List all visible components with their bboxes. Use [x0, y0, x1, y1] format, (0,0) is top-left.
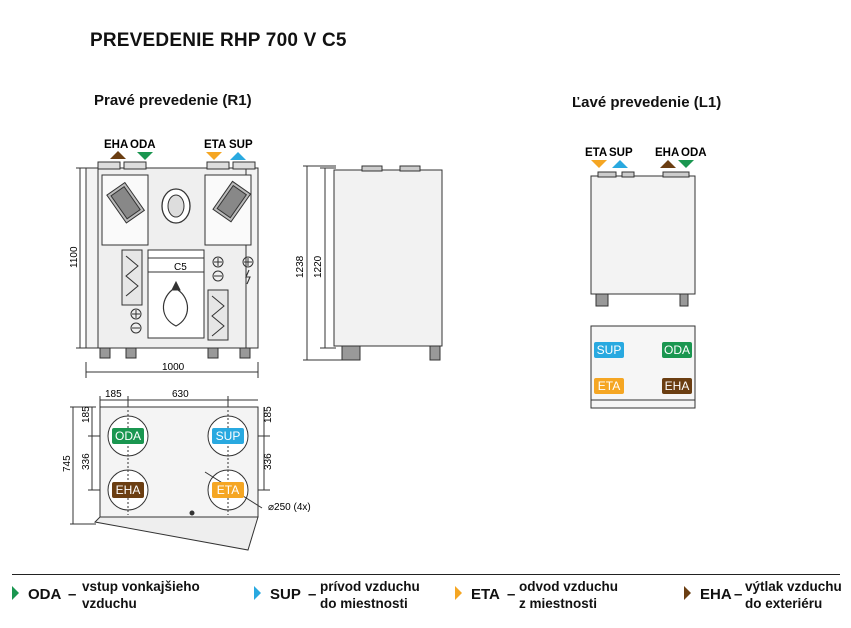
r1-label-sup: SUP: [229, 139, 253, 151]
legend-code-eta: ETA: [471, 586, 500, 603]
dim-336-side-a: 336: [81, 453, 92, 470]
legend-code-sup: SUP: [270, 586, 301, 603]
dim-336-side-b: 336: [263, 453, 274, 470]
l1-front-view: [590, 171, 696, 409]
r1-sup-badge: SUP: [212, 428, 244, 444]
l1-eha-arrow-icon: [660, 160, 676, 168]
legend-divider: [12, 574, 840, 575]
l1-sup-badge: SUP: [594, 342, 624, 358]
legend-dash-oda: –: [68, 586, 77, 603]
eha-arrow-icon: [110, 151, 126, 159]
dim-1220: 1220: [313, 255, 324, 278]
legend-desc-oda: vstup vonkajšieho vzduchu: [82, 578, 222, 612]
legend-code-oda: ODA: [28, 586, 62, 603]
legend-desc-sup-line1: prívod vzduchu: [320, 579, 420, 594]
dim-185-side-b: 185: [263, 406, 274, 423]
r1-eha-badge: EHA: [112, 482, 144, 498]
r1-label-eta: ETA: [204, 139, 226, 151]
legend-desc-eha-line1: výtlak vzduchu: [745, 579, 842, 594]
page-title: PREVEDENIE RHP 700 V C5: [90, 30, 347, 51]
dim-1000: 1000: [162, 362, 185, 373]
r1-oda-badge: ODA: [112, 428, 144, 444]
legend-desc-eta: odvod vzduchu z miestnosti: [519, 578, 659, 612]
eta-legend-arrow-icon: [455, 586, 462, 600]
r1-module-label: C5: [174, 262, 187, 273]
r1-top-view: [70, 396, 270, 551]
l1-sup-arrow-icon: [612, 160, 628, 168]
sup-legend-arrow-icon: [254, 586, 261, 600]
sup-arrow-icon: [230, 152, 246, 160]
l1-eta-badge: ETA: [594, 378, 624, 394]
eta-arrow-icon: [206, 152, 222, 160]
dim-1238: 1238: [295, 255, 306, 278]
dim-630: 630: [172, 389, 189, 400]
legend-dash-sup: –: [308, 586, 317, 603]
legend-dash-eha: –: [734, 586, 743, 603]
r1-label-oda: ODA: [130, 139, 156, 151]
dim-745: 745: [62, 455, 73, 472]
r1-side-view: [303, 165, 443, 361]
legend-code-eha: EHA: [700, 586, 732, 603]
legend-desc-oda-line2: vzduchu: [82, 596, 137, 611]
r1-front-view: [76, 161, 259, 378]
legend-desc-eha: výtlak vzduchu do exteriéru: [745, 578, 851, 612]
l1-label-sup: SUP: [609, 147, 633, 159]
l1-eha-badge: EHA: [662, 378, 692, 394]
l1-oda-arrow-icon: [678, 160, 694, 168]
dim-1100: 1100: [69, 246, 80, 268]
left-version-label: Ľavé prevedenie (L1): [572, 94, 722, 111]
r1-eta-badge: ETA: [212, 482, 244, 498]
l1-label-oda: ODA: [681, 147, 707, 159]
oda-arrow-icon: [137, 152, 153, 160]
dim-pipe-diameter: ⌀250 (4x): [268, 502, 311, 513]
legend-desc-eha-line2: do exteriéru: [745, 596, 823, 611]
right-version-label: Pravé prevedenie (R1): [94, 92, 252, 109]
eha-legend-arrow-icon: [684, 586, 691, 600]
legend-desc-eta-line1: odvod vzduchu: [519, 579, 618, 594]
dim-185-top: 185: [105, 389, 122, 400]
legend-desc-sup-line2: do miestnosti: [320, 596, 408, 611]
oda-legend-arrow-icon: [12, 586, 19, 600]
l1-eta-arrow-icon: [591, 160, 607, 168]
legend-desc-eta-line2: z miestnosti: [519, 596, 598, 611]
legend-desc-oda-line1: vstup vonkajšieho: [82, 579, 200, 594]
legend-dash-eta: –: [507, 586, 516, 603]
l1-label-eha: EHA: [655, 147, 679, 159]
l1-oda-badge: ODA: [662, 342, 692, 358]
r1-label-eha: EHA: [104, 139, 128, 151]
l1-label-eta: ETA: [585, 147, 607, 159]
dim-185-side-a: 185: [81, 406, 92, 423]
legend-desc-sup: prívod vzduchu do miestnosti: [320, 578, 460, 612]
